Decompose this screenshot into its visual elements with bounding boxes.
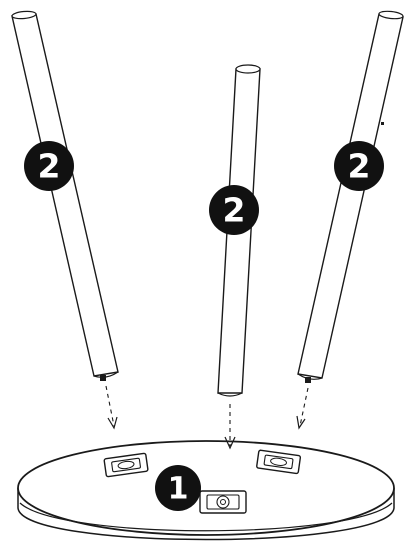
callout-2-left: 2	[24, 141, 74, 191]
arrow-center	[224, 404, 236, 450]
callout-2-center: 2	[209, 185, 259, 235]
arrow-right	[296, 387, 309, 430]
callout-2-right-label: 2	[348, 147, 371, 186]
callout-2-center-label: 2	[223, 191, 246, 230]
leg-bracket-right	[256, 449, 302, 475]
leg-right	[297, 10, 404, 383]
base-plate	[17, 440, 395, 541]
callout-1-base: 1	[155, 465, 201, 511]
callout-1-label: 1	[168, 472, 189, 507]
leg-bracket-front	[199, 490, 247, 514]
leg-left	[11, 10, 119, 381]
callout-2-left-label: 2	[38, 147, 61, 186]
arrow-left	[105, 385, 118, 430]
callout-2-right: 2	[334, 141, 384, 191]
leg-bracket-left	[103, 452, 149, 478]
